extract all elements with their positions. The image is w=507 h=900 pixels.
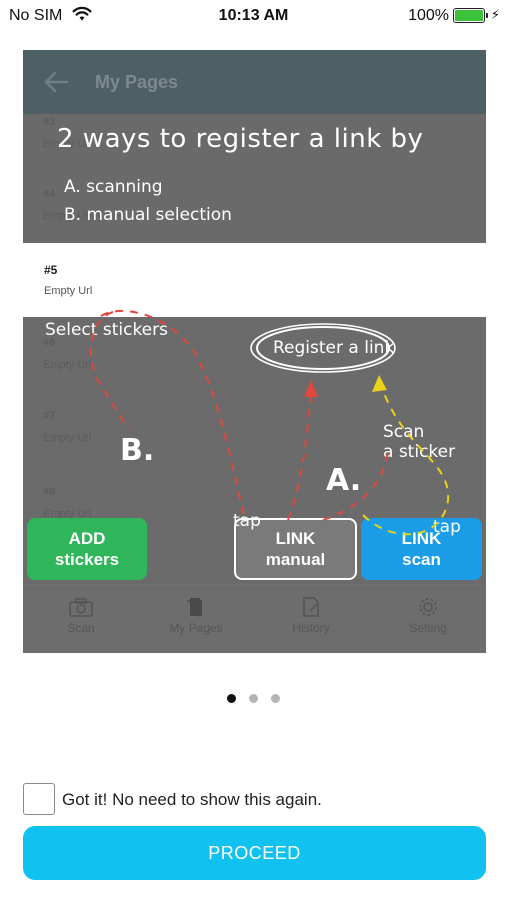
status-bar: No SIM 10:13 AM 100% ⚡: [0, 0, 507, 32]
page-indicator: [0, 694, 507, 703]
app-header: My Pages: [23, 50, 486, 114]
link-scan-button: LINK scan: [361, 518, 482, 580]
gear-icon: [419, 598, 437, 616]
annotation-option-a: A. scanning: [64, 177, 163, 197]
header-title: My Pages: [95, 72, 179, 92]
pages-icon: [187, 598, 202, 616]
battery-icon: [453, 8, 488, 23]
annotation-register-link: Register a link: [273, 338, 395, 358]
list-item: #3 Empty Url: [43, 116, 92, 150]
dont-show-again-label[interactable]: Got it! No need to show this again.: [62, 790, 322, 809]
annotation-tap-right: tap: [433, 517, 461, 537]
add-stickers-button: ADD stickers: [27, 518, 147, 580]
list-item: #4 Empty Url: [43, 188, 92, 222]
tab-bar: Scan My Pages History Setting: [23, 584, 486, 653]
dont-show-again-checkbox[interactable]: [23, 783, 55, 815]
annotation-letter-b: B.: [120, 433, 155, 468]
tab-scan: Scan: [31, 597, 131, 635]
page-dot[interactable]: [271, 694, 280, 703]
battery-percent: 100%: [408, 7, 449, 24]
tab-setting: Setting: [378, 597, 478, 635]
list-item: #6 Empty Url: [43, 337, 92, 371]
back-arrow-icon: [44, 71, 69, 93]
item-number: #5: [44, 263, 58, 277]
annotation-headline: 2 ways to register a link by: [57, 124, 424, 154]
tutorial-illustration: My Pages #3 Empty Url #4 Empty Url #5 Em…: [23, 50, 486, 653]
page-dot[interactable]: [249, 694, 258, 703]
wifi-icon: [72, 6, 92, 21]
item-url: Empty Url: [44, 285, 93, 297]
link-manual-button: LINK manual: [234, 518, 357, 580]
list-item: #7 Empty Url: [43, 410, 92, 444]
tab-history: History: [261, 597, 361, 635]
annotation-scan-line1: Scan: [383, 422, 425, 442]
annotation-select-stickers: Select stickers: [45, 320, 168, 340]
annotation-tap-left: tap: [233, 511, 261, 531]
page-dot[interactable]: [227, 694, 236, 703]
annotation-option-b: B. manual selection: [64, 205, 232, 225]
camera-icon: [69, 598, 93, 617]
clock: 10:13 AM: [218, 7, 289, 24]
list-item: #8 Empty Url: [43, 486, 92, 520]
carrier-label: No SIM: [9, 7, 63, 24]
tab-my-pages: My Pages: [146, 597, 246, 635]
history-icon: [303, 597, 319, 617]
charging-icon: ⚡: [490, 7, 500, 22]
proceed-button[interactable]: PROCEED: [23, 826, 486, 880]
highlighted-list-item: #5 Empty Url: [23, 243, 486, 317]
annotation-letter-a: A.: [326, 463, 362, 498]
annotation-scan-line2: a sticker: [383, 442, 456, 462]
